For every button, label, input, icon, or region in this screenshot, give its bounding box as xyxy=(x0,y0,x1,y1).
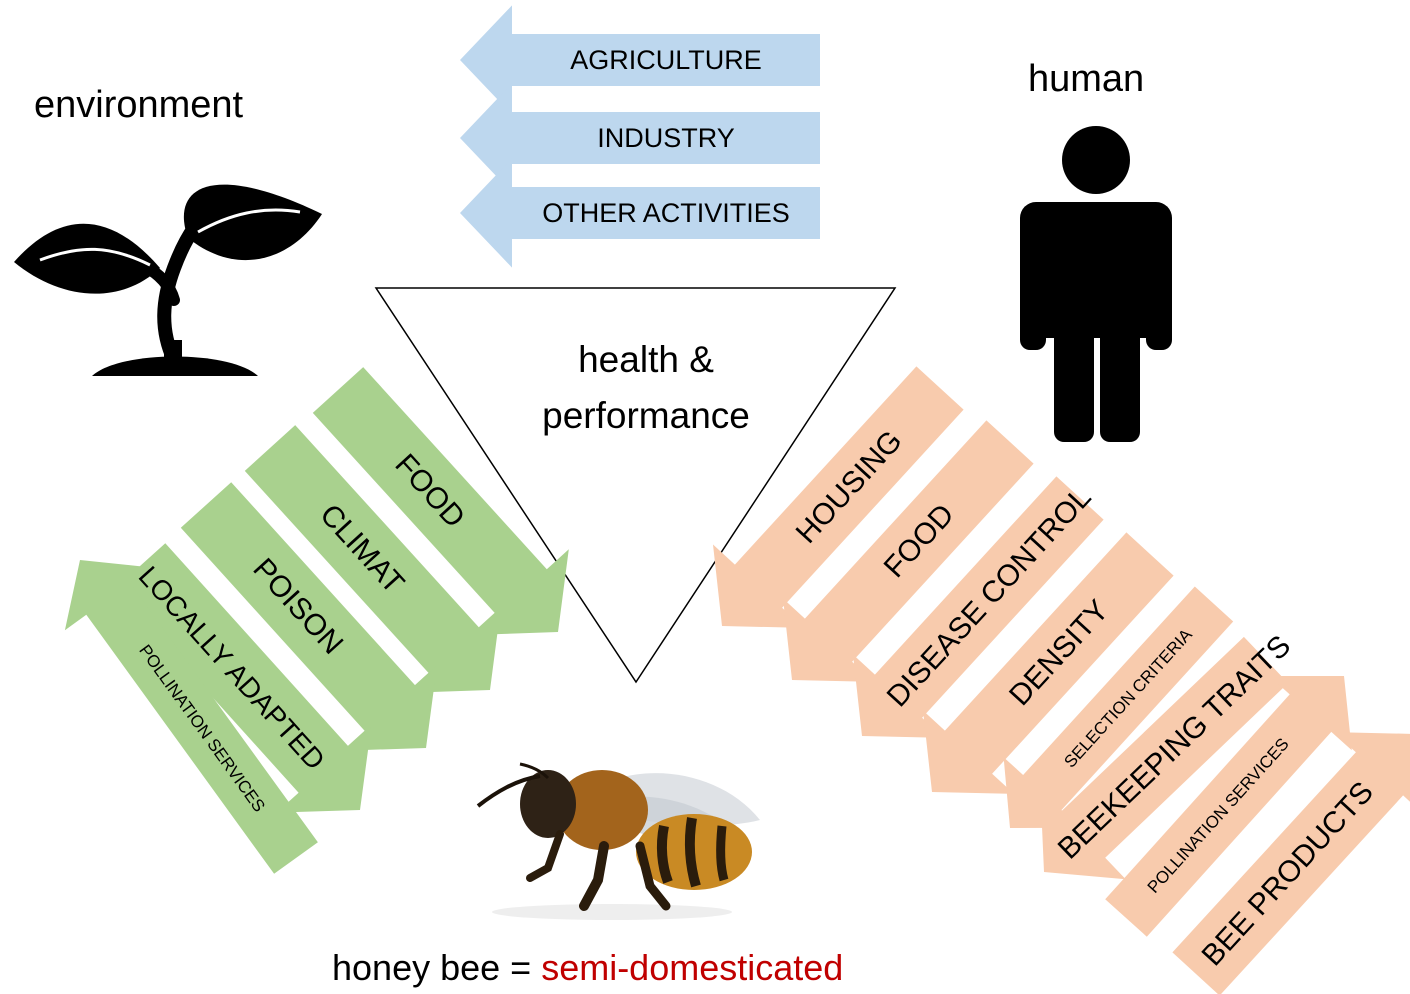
human-arrow-4-shape xyxy=(1003,586,1234,828)
environment-arrow-2: POISON xyxy=(180,482,438,751)
human-arrow-3-shape xyxy=(923,532,1174,794)
pressure-arrow-2-shape xyxy=(460,158,820,268)
human-title: human xyxy=(1028,58,1145,100)
pressure-arrow-1: INDUSTRY xyxy=(460,83,820,193)
plant-sprout-icon xyxy=(14,184,322,376)
human-arrow-0-shape xyxy=(713,366,964,628)
pressure-arrow-0: AGRICULTURE xyxy=(460,5,820,115)
pressure-arrow-2: OTHER ACTIVITIES xyxy=(460,158,820,268)
environment-title: environment xyxy=(34,84,244,126)
environment-arrow-1-shape xyxy=(244,425,501,693)
environment-arrow-0-shape xyxy=(312,367,569,635)
environment-arrow-4-shape xyxy=(64,560,318,874)
human-arrow-2-shape xyxy=(853,476,1104,738)
human-arrow-5-shape xyxy=(1040,636,1289,880)
person-icon xyxy=(1020,126,1172,442)
pressure-arrow-0-shape xyxy=(460,5,820,115)
footer-caption: honey bee = semi-domesticated xyxy=(332,950,843,986)
environment-arrow-2-shape xyxy=(180,482,438,751)
environment-arrow-3-shape xyxy=(114,543,372,813)
footer-prefix: honey bee = xyxy=(332,947,542,988)
human-arrow-6-shape xyxy=(1105,676,1352,937)
pressure-arrow-0-label: AGRICULTURE xyxy=(570,45,762,75)
human-arrow-1-shape xyxy=(783,420,1034,682)
footer-highlight: semi-domesticated xyxy=(541,947,844,988)
pressure-arrow-1-label: INDUSTRY xyxy=(597,123,735,153)
pressure-arrow-1-shape xyxy=(460,83,820,193)
honey-bee-icon xyxy=(476,762,760,920)
pressure-arrow-2-label: OTHER ACTIVITIES xyxy=(542,198,790,228)
pressure-arrows: AGRICULTURE INDUSTRY OTHER ACTIVITIES xyxy=(460,5,820,268)
human-arrow-7-shape xyxy=(1172,732,1410,994)
center-line-2: performance xyxy=(542,395,750,436)
center-line-1: health & xyxy=(578,339,714,380)
center-label: health & performance xyxy=(506,332,786,444)
health-triangle xyxy=(374,287,897,684)
